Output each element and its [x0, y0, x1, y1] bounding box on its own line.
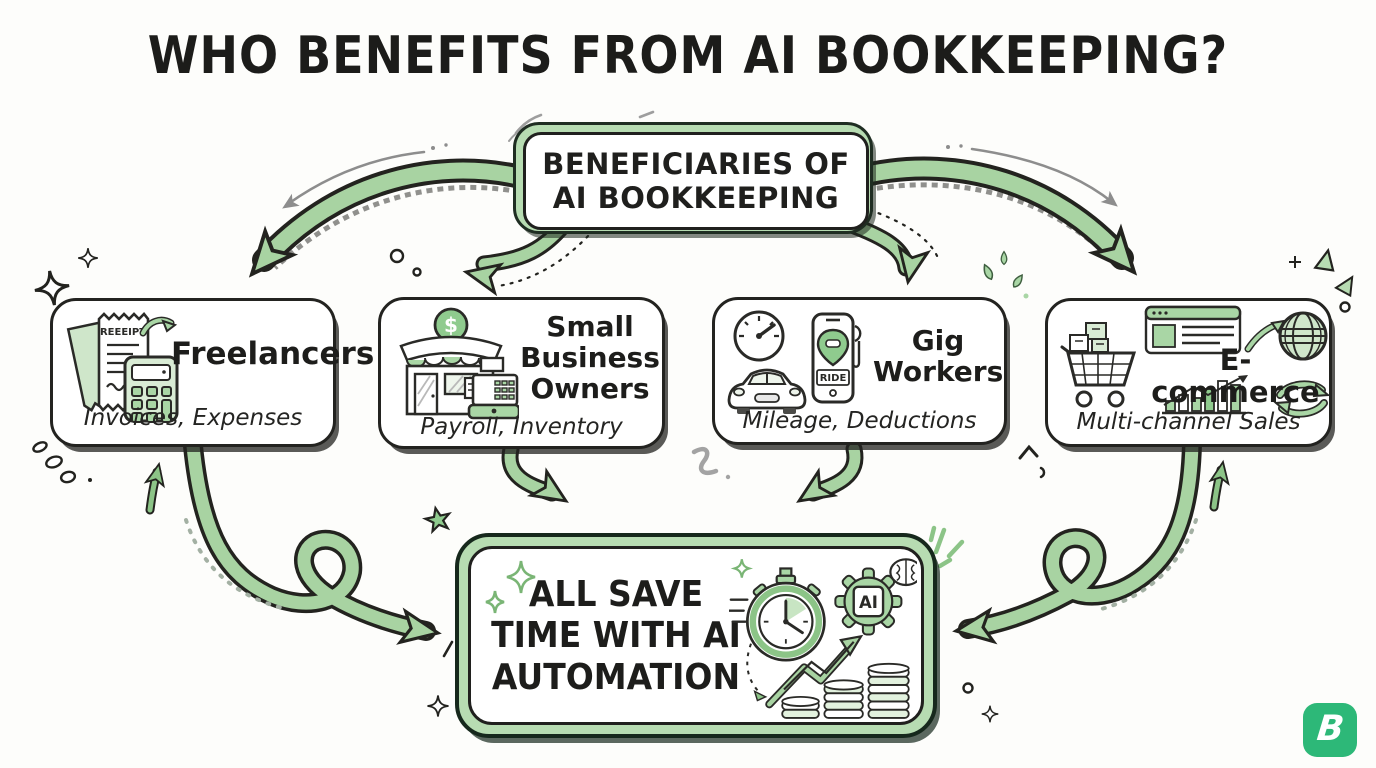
dashed-arrow-icon	[746, 643, 768, 702]
receipt-calculator-icon: REEEIPT	[66, 312, 179, 423]
arrow-freelancers-to-summary	[183, 436, 443, 651]
card-small-business-owners: $	[378, 297, 665, 449]
curl-arrow-icon	[139, 316, 178, 337]
summary-box: ALL SAVE TIME WITH AI AUTOMATION	[455, 533, 937, 738]
arrow-ecommerce-to-summary	[952, 434, 1202, 649]
card-title: E-commerce	[1151, 343, 1320, 409]
green-star-doodle	[422, 504, 453, 534]
card-gig-workers: RIDE Gig Workers Mileage, Deductions	[712, 297, 1007, 445]
shopping-cart-icon	[1060, 322, 1137, 408]
dashed-arc-right	[1096, 518, 1198, 612]
browser-window-icon	[1144, 305, 1242, 355]
burst-doodle	[928, 525, 965, 569]
page-title: WHO BENEFITS FROM AI BOOKKEEPING?	[147, 24, 1229, 86]
arrow-hatch-left	[273, 184, 521, 270]
ai-automation-icons: AI	[729, 558, 917, 719]
dollar-label: $	[444, 313, 458, 337]
gas-pump-icon	[851, 324, 862, 368]
arrow-gig-workers-to-summary	[789, 440, 864, 515]
sparkle-icon	[485, 560, 536, 614]
ai-chip-gear-icon: AI	[834, 567, 903, 636]
green-splash-doodles	[980, 250, 1029, 299]
gray-arrow-left	[279, 143, 448, 214]
speed-lines	[729, 598, 749, 623]
car-icon	[727, 368, 807, 414]
card-subtitle: Payroll, Inventory	[420, 414, 623, 440]
speedometer-icon	[733, 310, 785, 362]
storefront-cash-register-icon: $	[399, 307, 519, 420]
ride-app-phone-icon: RIDE	[811, 312, 855, 404]
stopwatch-icon	[745, 567, 826, 662]
card-title: Small Business Owners	[520, 310, 660, 405]
card-subtitle: Invoices, Expenses	[83, 405, 303, 431]
growth-swoosh-icon	[1244, 319, 1286, 353]
hub-box: BENEFICIARIES OF AI BOOKKEEPING	[513, 122, 873, 234]
green-triangle-doodles	[1289, 247, 1354, 298]
arrow-hatch-right	[865, 182, 1120, 268]
up-arrow-left	[145, 461, 169, 515]
card-title: Freelancers	[171, 336, 375, 372]
dashed-arc-left	[184, 518, 284, 610]
card-freelancers: REEEIPT Freelancers Invoices, Expenses	[50, 298, 375, 447]
arrow-small-business-to-summary	[501, 440, 576, 515]
cycle-arrows-icon	[1273, 380, 1331, 418]
brand-letter: B	[1314, 709, 1346, 749]
cash-register-icon	[463, 356, 519, 420]
arrow-hub-to-ecommerce	[858, 156, 1150, 286]
bar-chart-icon	[1162, 375, 1248, 415]
circle-doodles	[32, 248, 1351, 694]
hub-label: BENEFICIARIES OF AI BOOKKEEPING	[523, 132, 869, 230]
gray-arrow-right	[946, 144, 1122, 212]
up-arrow-right	[1209, 459, 1233, 512]
coin-stacks-icon	[781, 662, 910, 719]
card-subtitle: Multi-channel Sales	[1076, 409, 1301, 435]
brand-logo: B	[1303, 703, 1357, 757]
car-speedometer-ride-app-icon: RIDE	[727, 310, 862, 414]
arrow-hub-to-freelancers	[236, 158, 528, 288]
globe-icon	[1278, 311, 1328, 361]
sparkle-icon	[730, 559, 754, 578]
card-subtitle: Mileage, Deductions	[742, 408, 977, 434]
brain-icon	[889, 558, 917, 587]
ride-label: RIDE	[820, 373, 847, 384]
card-ecommerce: E-commerce Multi-channel Sales	[1045, 298, 1332, 447]
ai-chip-label: AI	[859, 593, 878, 612]
card-title: Gig Workers	[873, 324, 1004, 388]
summary-label: ALL SAVE TIME WITH AI AUTOMATION	[491, 572, 741, 698]
receipt-label: REEEIPT	[100, 327, 146, 338]
growth-arrow-icon	[765, 634, 864, 709]
calculator-icon	[123, 355, 179, 423]
